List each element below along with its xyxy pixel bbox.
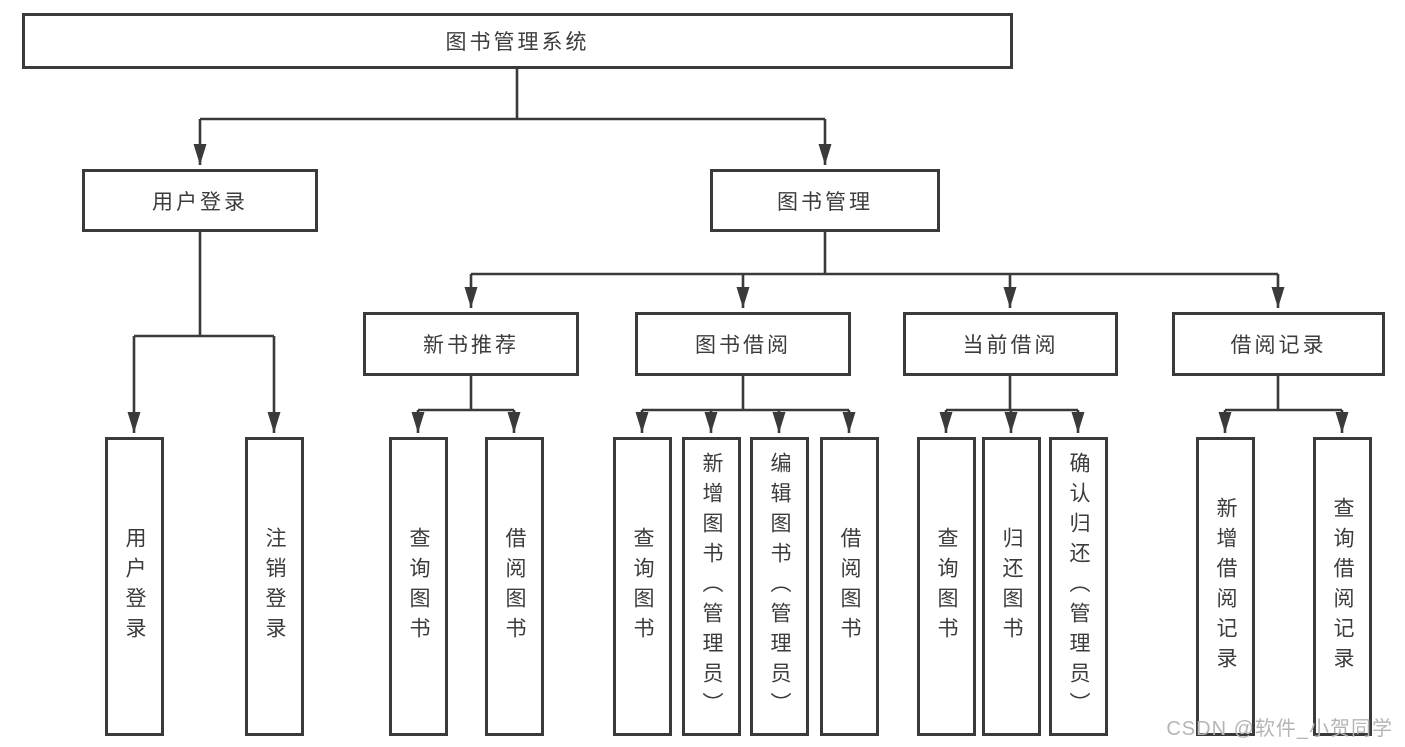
node-label: 借阅记录 (1230, 334, 1327, 357)
node-label: 图书管理系统 (445, 31, 590, 54)
node-current-borrow: 当前借阅 (903, 312, 1118, 376)
node-leaf-borrow-books-2: 借阅图书 (820, 437, 879, 736)
node-root-system: 图书管理系统 (22, 13, 1013, 69)
node-label: 图书管理 (777, 190, 873, 214)
node-leaf-query-books-3: 查询图书 (917, 437, 976, 736)
node-label: 借阅图书 (503, 526, 526, 647)
node-label: 新增借阅记录 (1214, 496, 1237, 677)
node-leaf-borrow-books-1: 借阅图书 (485, 437, 544, 736)
node-label: 借阅图书 (838, 526, 861, 647)
node-label: 确认归还（管理员） (1067, 451, 1090, 722)
node-leaf-add-borrow-record: 新增借阅记录 (1196, 437, 1255, 736)
node-leaf-query-borrow-record: 查询借阅记录 (1313, 437, 1372, 736)
node-label: 注销登录 (263, 526, 286, 647)
node-leaf-confirm-return-admin: 确认归还（管理员） (1049, 437, 1108, 736)
node-leaf-logout: 注销登录 (245, 437, 304, 736)
node-label: 新书推荐 (423, 334, 519, 357)
node-user-login: 用户登录 (82, 169, 318, 232)
node-label: 归还图书 (1000, 526, 1023, 647)
node-leaf-query-books-1: 查询图书 (389, 437, 448, 736)
node-borrow-records: 借阅记录 (1172, 312, 1385, 376)
node-leaf-query-books-2: 查询图书 (613, 437, 672, 736)
node-label: 新增图书（管理员） (700, 451, 723, 722)
node-leaf-add-books-admin: 新增图书（管理员） (682, 437, 741, 736)
node-label: 查询图书 (407, 526, 430, 647)
node-label: 查询图书 (935, 526, 958, 647)
node-leaf-edit-books-admin: 编辑图书（管理员） (750, 437, 809, 736)
node-leaf-user-login: 用户登录 (105, 437, 164, 736)
node-label: 用户登录 (152, 190, 248, 214)
node-new-books: 新书推荐 (363, 312, 579, 376)
node-leaf-return-books: 归还图书 (982, 437, 1041, 736)
node-label: 编辑图书（管理员） (768, 451, 791, 722)
node-label: 查询借阅记录 (1331, 496, 1354, 677)
node-label: 图书借阅 (695, 334, 791, 357)
node-label: 查询图书 (631, 526, 654, 647)
node-label: 当前借阅 (962, 334, 1059, 357)
node-book-mgmt: 图书管理 (710, 169, 940, 232)
node-label: 用户登录 (123, 526, 146, 647)
node-book-borrow: 图书借阅 (635, 312, 851, 376)
